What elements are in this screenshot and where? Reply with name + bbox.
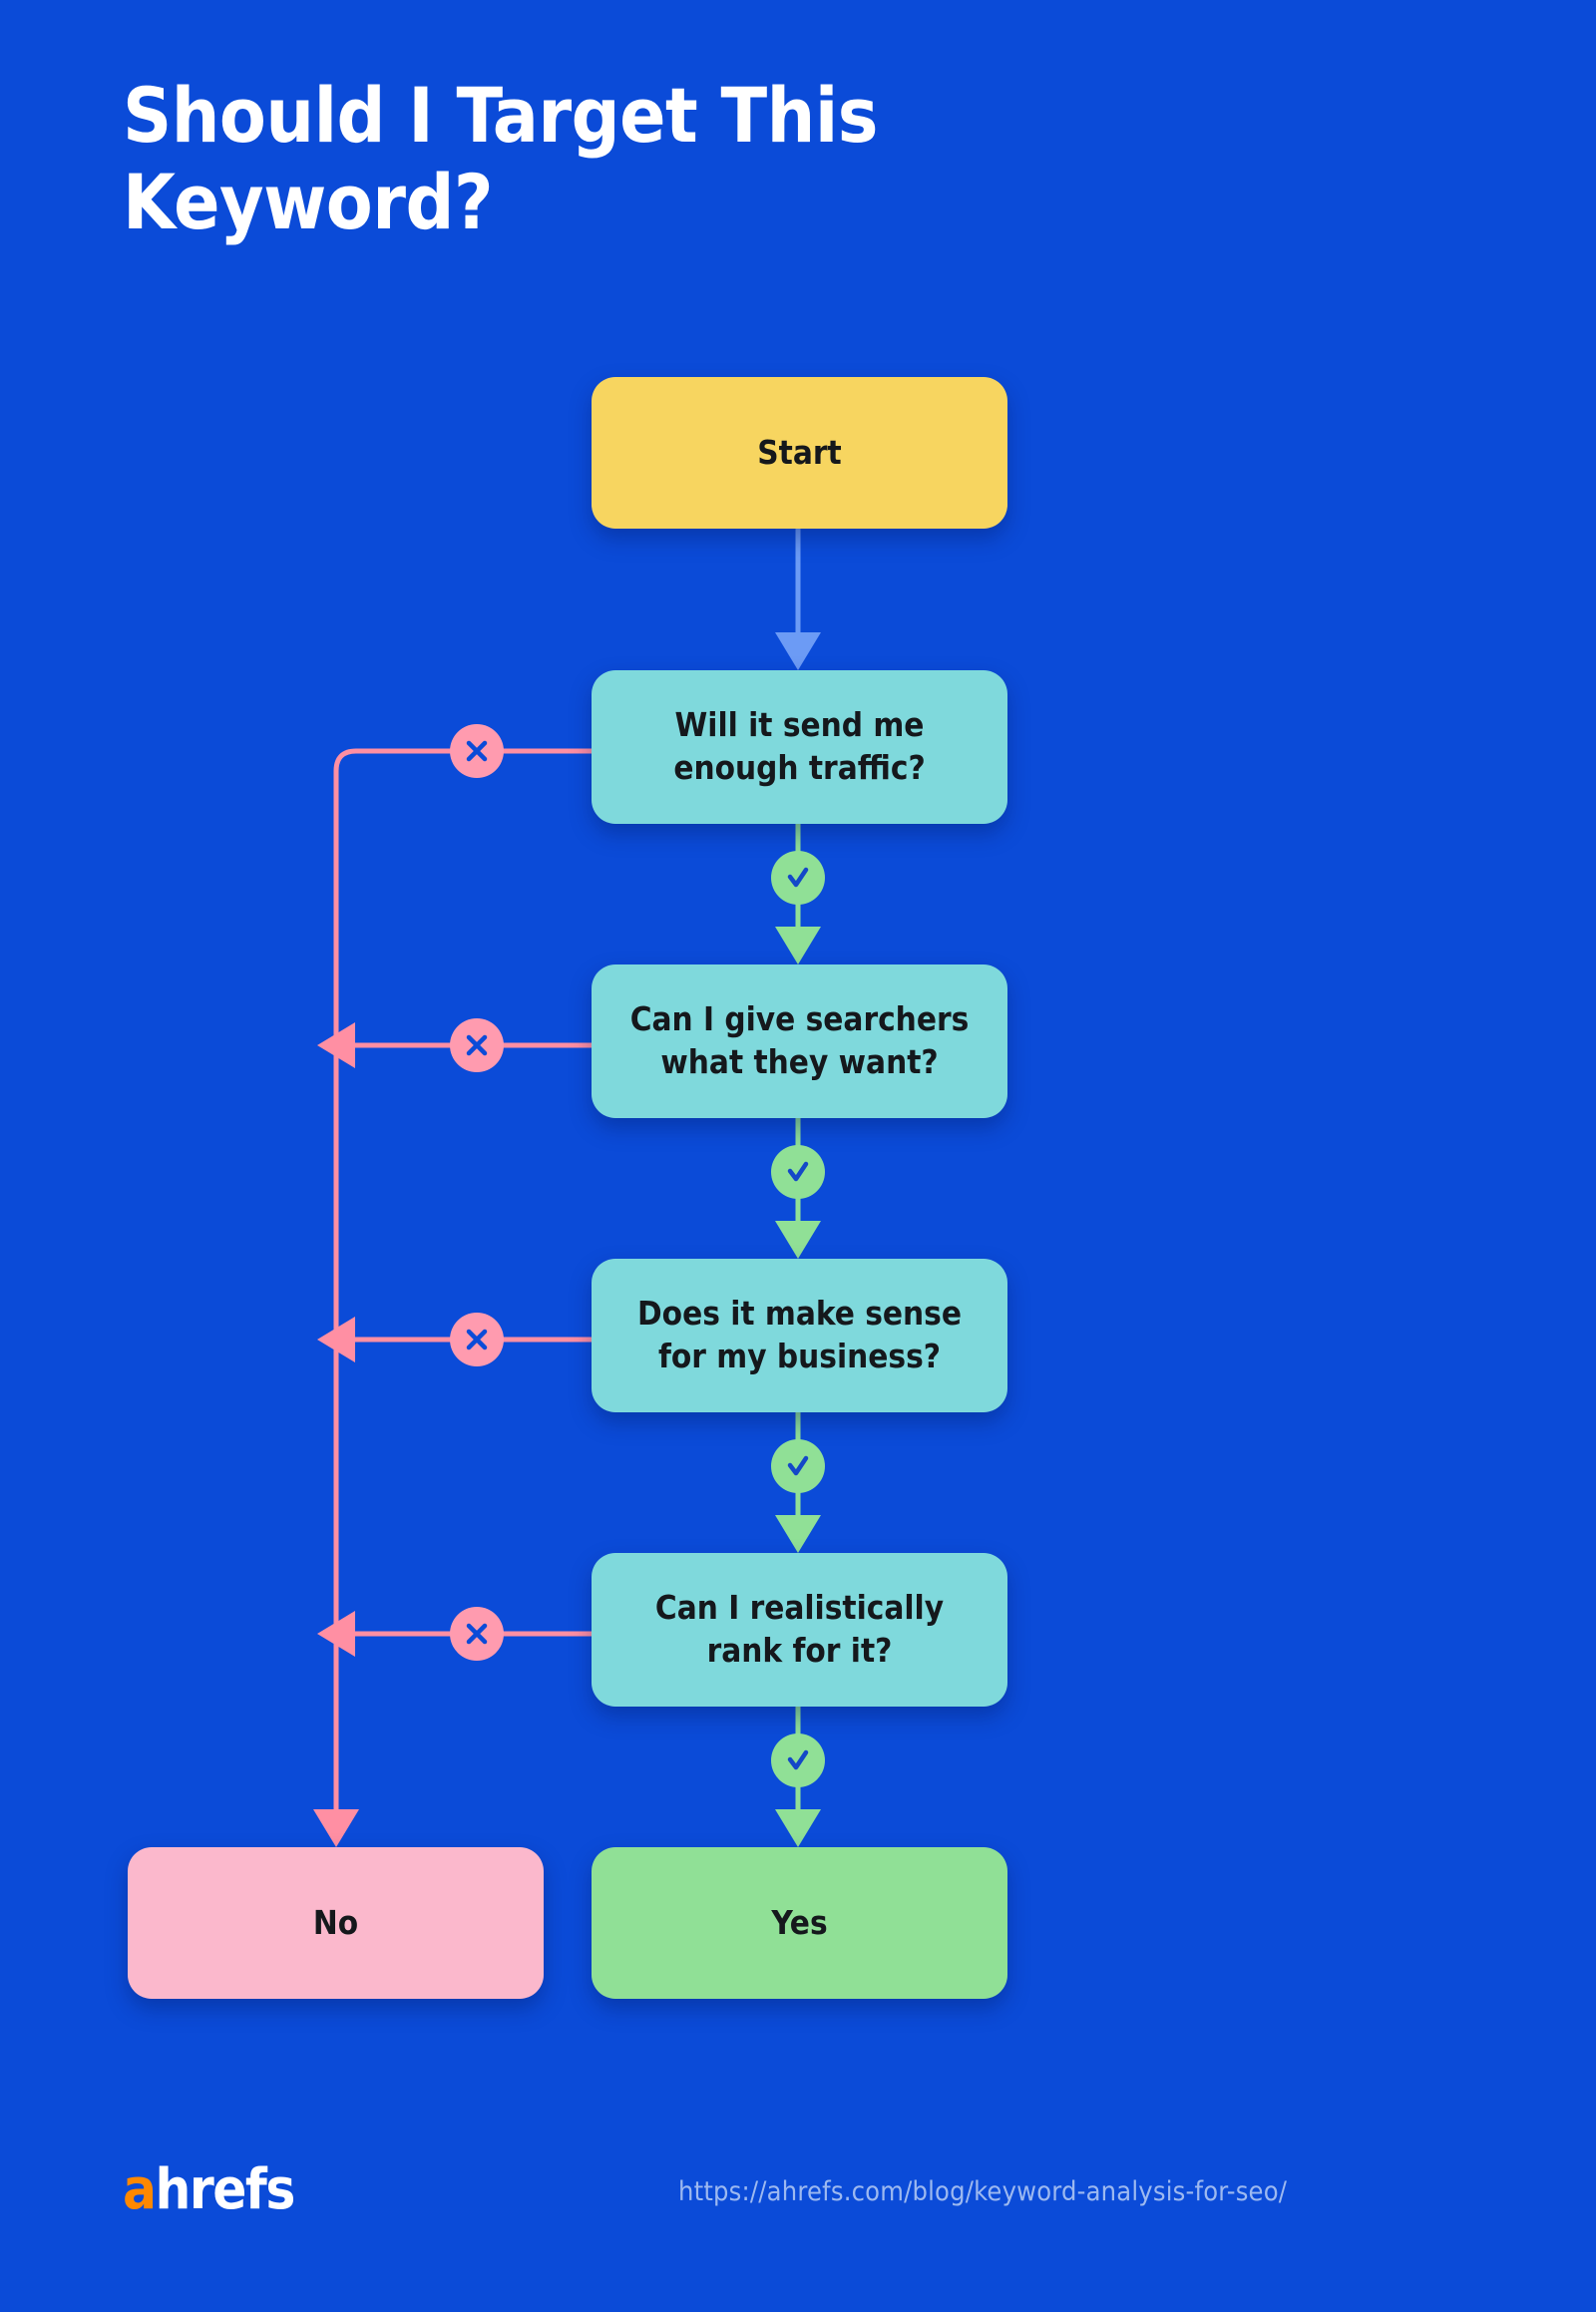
cross-icon-glyph	[466, 1623, 488, 1645]
source-url[interactable]: https://ahrefs.com/blog/keyword-analysis…	[678, 2176, 1288, 2207]
cross-icon-glyph	[466, 740, 488, 762]
cross-icon	[450, 1313, 504, 1366]
check-icon-glyph	[787, 1161, 809, 1182]
node-outcome-no[interactable]: No	[128, 1847, 544, 1999]
node-question-traffic[interactable]: Will it send me enough traffic?	[592, 670, 1007, 824]
check-icon	[771, 851, 825, 905]
ahrefs-logo-accent: a	[123, 2157, 157, 2222]
node-question-search-intent[interactable]: Can I give searchers what they want?	[592, 964, 1007, 1118]
check-icon	[771, 1145, 825, 1199]
check-icon-glyph	[787, 1455, 809, 1476]
node-outcome-yes[interactable]: Yes	[592, 1847, 1007, 1999]
node-start[interactable]: Start	[592, 377, 1007, 529]
connector-no-q1	[333, 748, 592, 1833]
check-icon	[771, 1439, 825, 1493]
check-icon-glyph	[787, 867, 809, 888]
cross-icon-glyph	[466, 1034, 488, 1056]
cross-icon	[450, 724, 504, 778]
cross-icon	[450, 1018, 504, 1072]
cross-icon	[450, 1607, 504, 1661]
page-title: Should I Target This Keyword?	[123, 71, 878, 247]
ahrefs-logo[interactable]: ahrefs	[123, 2162, 295, 2218]
node-question-business-value[interactable]: Does it make sense for my business?	[592, 1259, 1007, 1412]
check-icon	[771, 1734, 825, 1787]
ahrefs-logo-text: hrefs	[155, 2157, 296, 2222]
connector-no-trunk-arrow	[313, 1809, 359, 1847]
cross-icon-glyph	[466, 1329, 488, 1350]
check-icon-glyph	[787, 1749, 809, 1770]
connector-start-to-q1	[775, 529, 821, 670]
node-question-ranking-difficulty[interactable]: Can I realistically rank for it?	[592, 1553, 1007, 1707]
